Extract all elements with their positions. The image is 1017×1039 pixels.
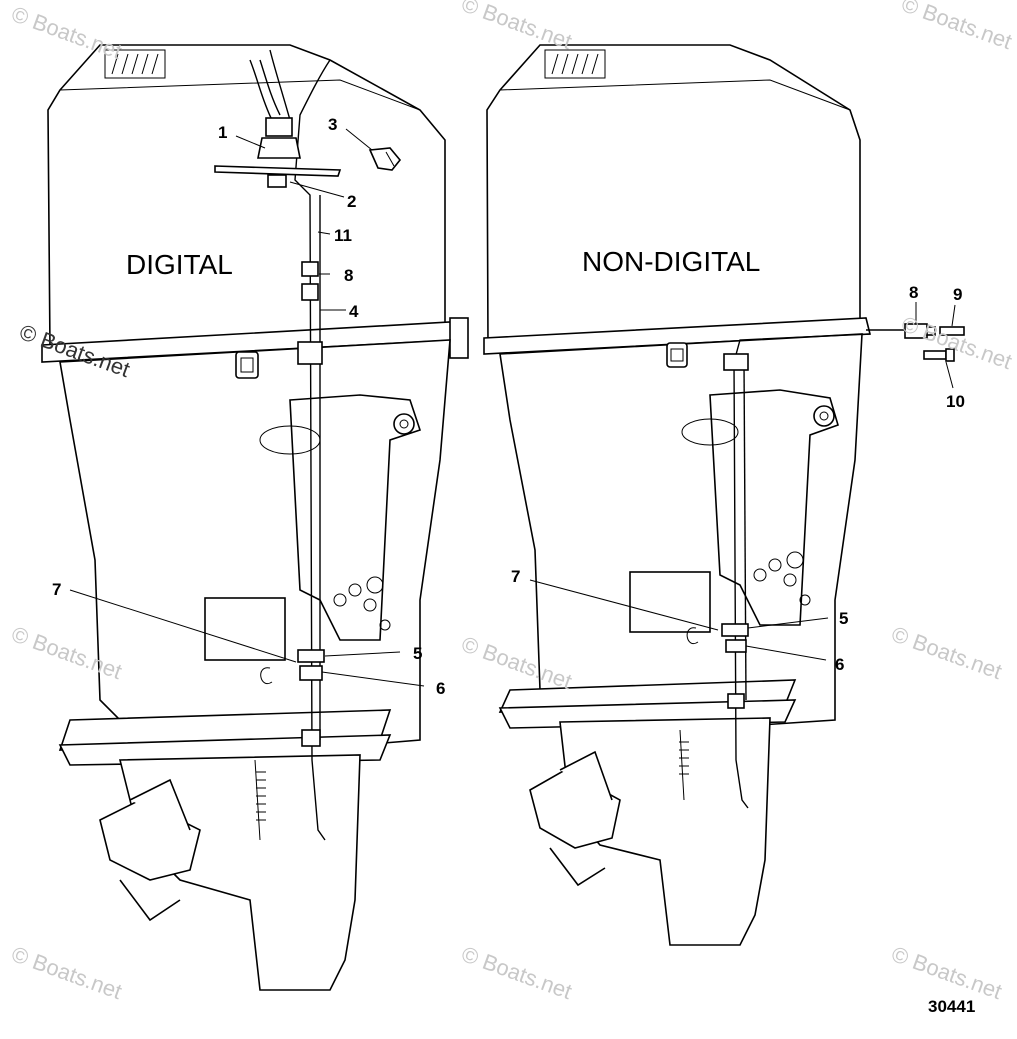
right-title: NON-DIGITAL [582, 246, 760, 277]
callout-10: 10 [946, 392, 965, 411]
watermark-text: © Boats.net [898, 0, 1015, 54]
callout-1: 1 [218, 123, 227, 142]
callout-6-right: 6 [835, 655, 844, 674]
callout-5-right: 5 [839, 609, 848, 628]
callout-8-left: 8 [344, 266, 353, 285]
watermark-text: © Boats.net [8, 1, 125, 64]
callout-5-left: 5 [413, 644, 422, 663]
watermark-text: © Boats.net [458, 0, 575, 54]
left-title: DIGITAL [126, 249, 233, 280]
leader-lines [69, 128, 956, 687]
callout-7-right: 7 [511, 567, 520, 586]
watermark-text: © Boats.net [898, 311, 1015, 374]
callout-4: 4 [349, 302, 359, 321]
callout-8-right: 8 [909, 283, 918, 302]
callout-3: 3 [328, 115, 337, 134]
callout-7-left: 7 [52, 580, 61, 599]
callout-2: 2 [347, 192, 356, 211]
callout-11: 11 [334, 226, 352, 245]
drawing-number: 30441 [928, 997, 975, 1016]
watermark-text: © Boats.net [8, 941, 125, 1004]
callout-6-left: 6 [436, 679, 445, 698]
right-outboard-engine [483, 44, 965, 946]
left-outboard-engine [41, 44, 469, 991]
watermark-text: © Boats.net [888, 621, 1005, 684]
callout-9: 9 [953, 285, 962, 304]
watermark-text: © Boats.net [888, 941, 1005, 1004]
watermark-text: © Boats.net [458, 941, 575, 1004]
